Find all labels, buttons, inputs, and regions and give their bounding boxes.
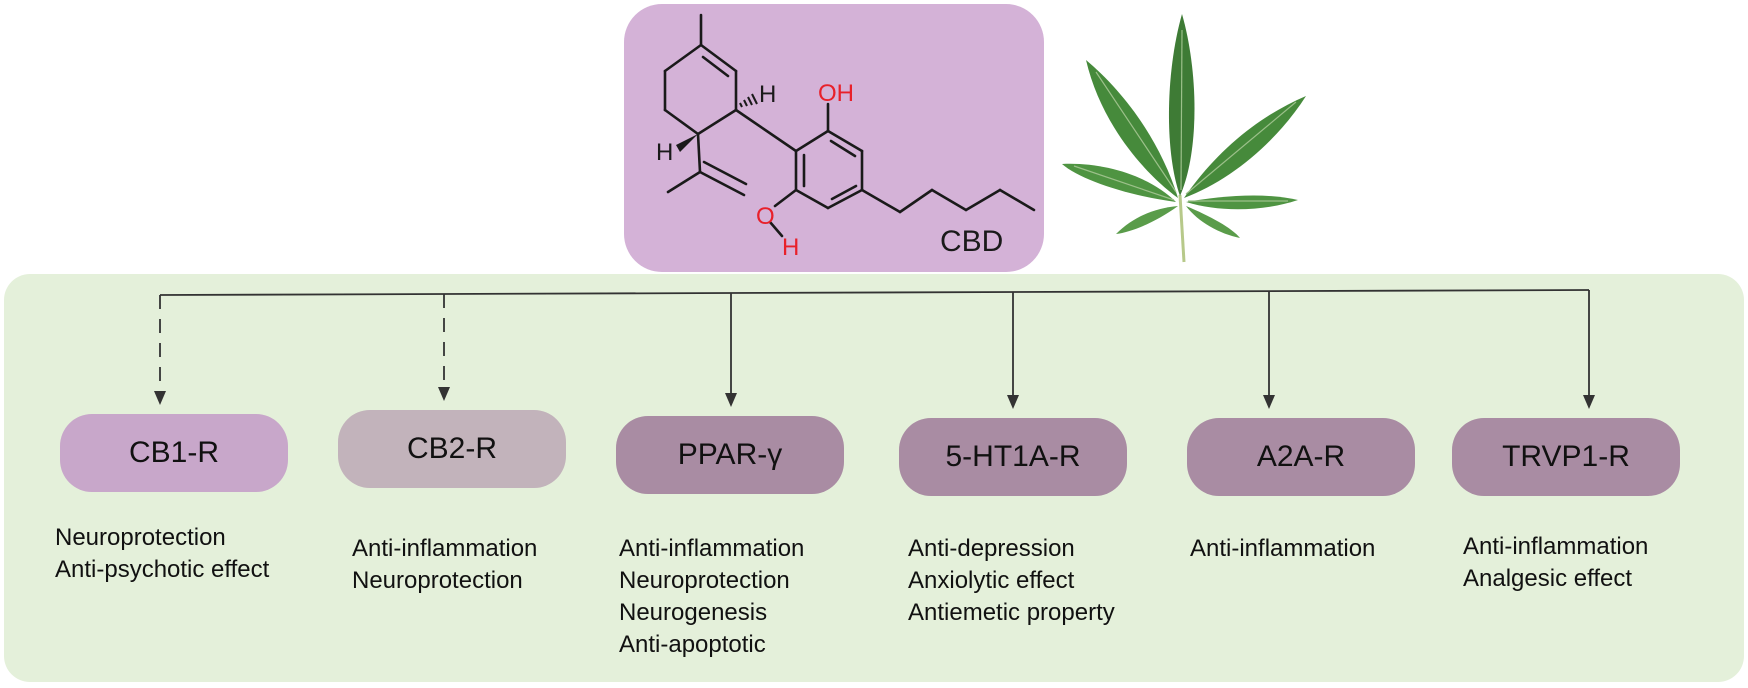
receptor-ppar-effect-item: Neurogenesis (619, 599, 768, 626)
receptor-cb2-effect-item: Neuroprotection (352, 567, 523, 594)
receptor-a2a-pill: A2A-R (1187, 418, 1415, 496)
cbd-label: CBD (940, 225, 1003, 258)
receptor-ht1a-pill: 5-HT1A-R (899, 418, 1127, 496)
receptor-cb2-label: CB2-R (406, 432, 497, 465)
hash-bond (739, 93, 758, 108)
receptor-ppar-effect-item: Anti-apoptotic (619, 631, 766, 658)
oh-top-label: OH (818, 80, 854, 107)
receptor-ppar-label: PPAR-γ (677, 438, 783, 471)
wedge-bond (676, 134, 698, 152)
connector-lines (159, 289, 1590, 296)
receptor-arrows (154, 290, 1595, 409)
receptor-ht1a-effect-item: Antiemetic property (908, 599, 1115, 626)
receptor-trpv1-effect-item: Anti-inflammation (1463, 533, 1649, 560)
h-stereo-right-label: H (759, 81, 776, 108)
receptor-ht1a-effect-item: Anti-depression (908, 535, 1075, 562)
receptor-trpv1-pill: TRVP1-R (1452, 418, 1680, 496)
receptor-ppar-effect-item: Anti-inflammation (619, 535, 805, 562)
receptor-ppar-pill: PPAR-γ (616, 416, 844, 494)
receptor-ppar-effect-item: Neuroprotection (619, 567, 790, 594)
receptor-panel (4, 274, 1744, 682)
o-bottom-label: O (756, 203, 775, 230)
cbd-molecule (663, 13, 1036, 238)
receptor-ht1a-effect-item: Anxiolytic effect (908, 567, 1075, 594)
bus-line (159, 289, 1590, 296)
receptor-a2a-label: A2A-R (1256, 440, 1346, 473)
receptor-cb1-effect-item: Neuroprotection (55, 524, 226, 551)
receptor-trpv1-label: TRVP1-R (1502, 440, 1630, 473)
receptor-trpv1-effect-item: Analgesic effect (1463, 565, 1632, 592)
receptor-cb2-pill: CB2-R (338, 410, 566, 488)
receptor-a2a-effect-item: Anti-inflammation (1190, 535, 1376, 562)
receptor-cb1-pill: CB1-R (60, 414, 288, 492)
receptor-ht1a-label: 5-HT1A-R (945, 440, 1081, 473)
receptor-cb1-label: CB1-R (128, 436, 219, 469)
cannabis-leaf-icon (1062, 14, 1306, 263)
h-bottom-label: H (782, 234, 799, 261)
h-stereo-left-label: H (656, 139, 673, 166)
receptor-a2a-effects: Anti-inflammation (1190, 533, 1375, 565)
receptor-cb2-effect-item: Anti-inflammation (352, 535, 538, 562)
receptor-cb1-effect-item: Anti-psychotic effect (55, 556, 270, 583)
